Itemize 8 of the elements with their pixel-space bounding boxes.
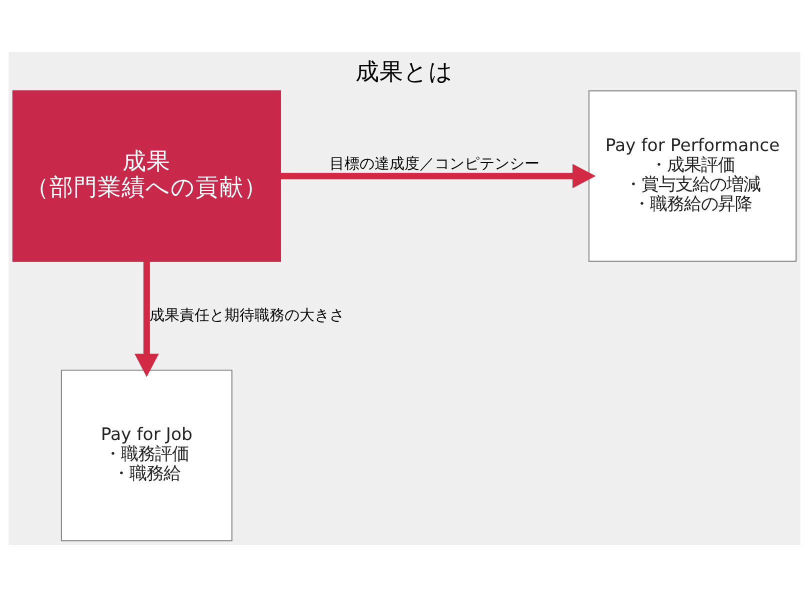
node-box: Pay for Performance ・成果評価 ・賞与支給の増減 ・職務給の昇降: [588, 90, 797, 262]
node-box: Pay for Job ・職務評価 ・職務給: [60, 369, 232, 541]
edge-label: 目標の達成度／コンピテンシー: [330, 154, 540, 172]
arrow: [280, 163, 596, 188]
node-box: 成果 （部門業績への貢献）: [12, 90, 281, 262]
diagram-title: 成果とは: [356, 57, 454, 86]
arrow: [134, 260, 159, 376]
edge-label: 成果責任と期待職務の大きさ: [150, 305, 344, 324]
